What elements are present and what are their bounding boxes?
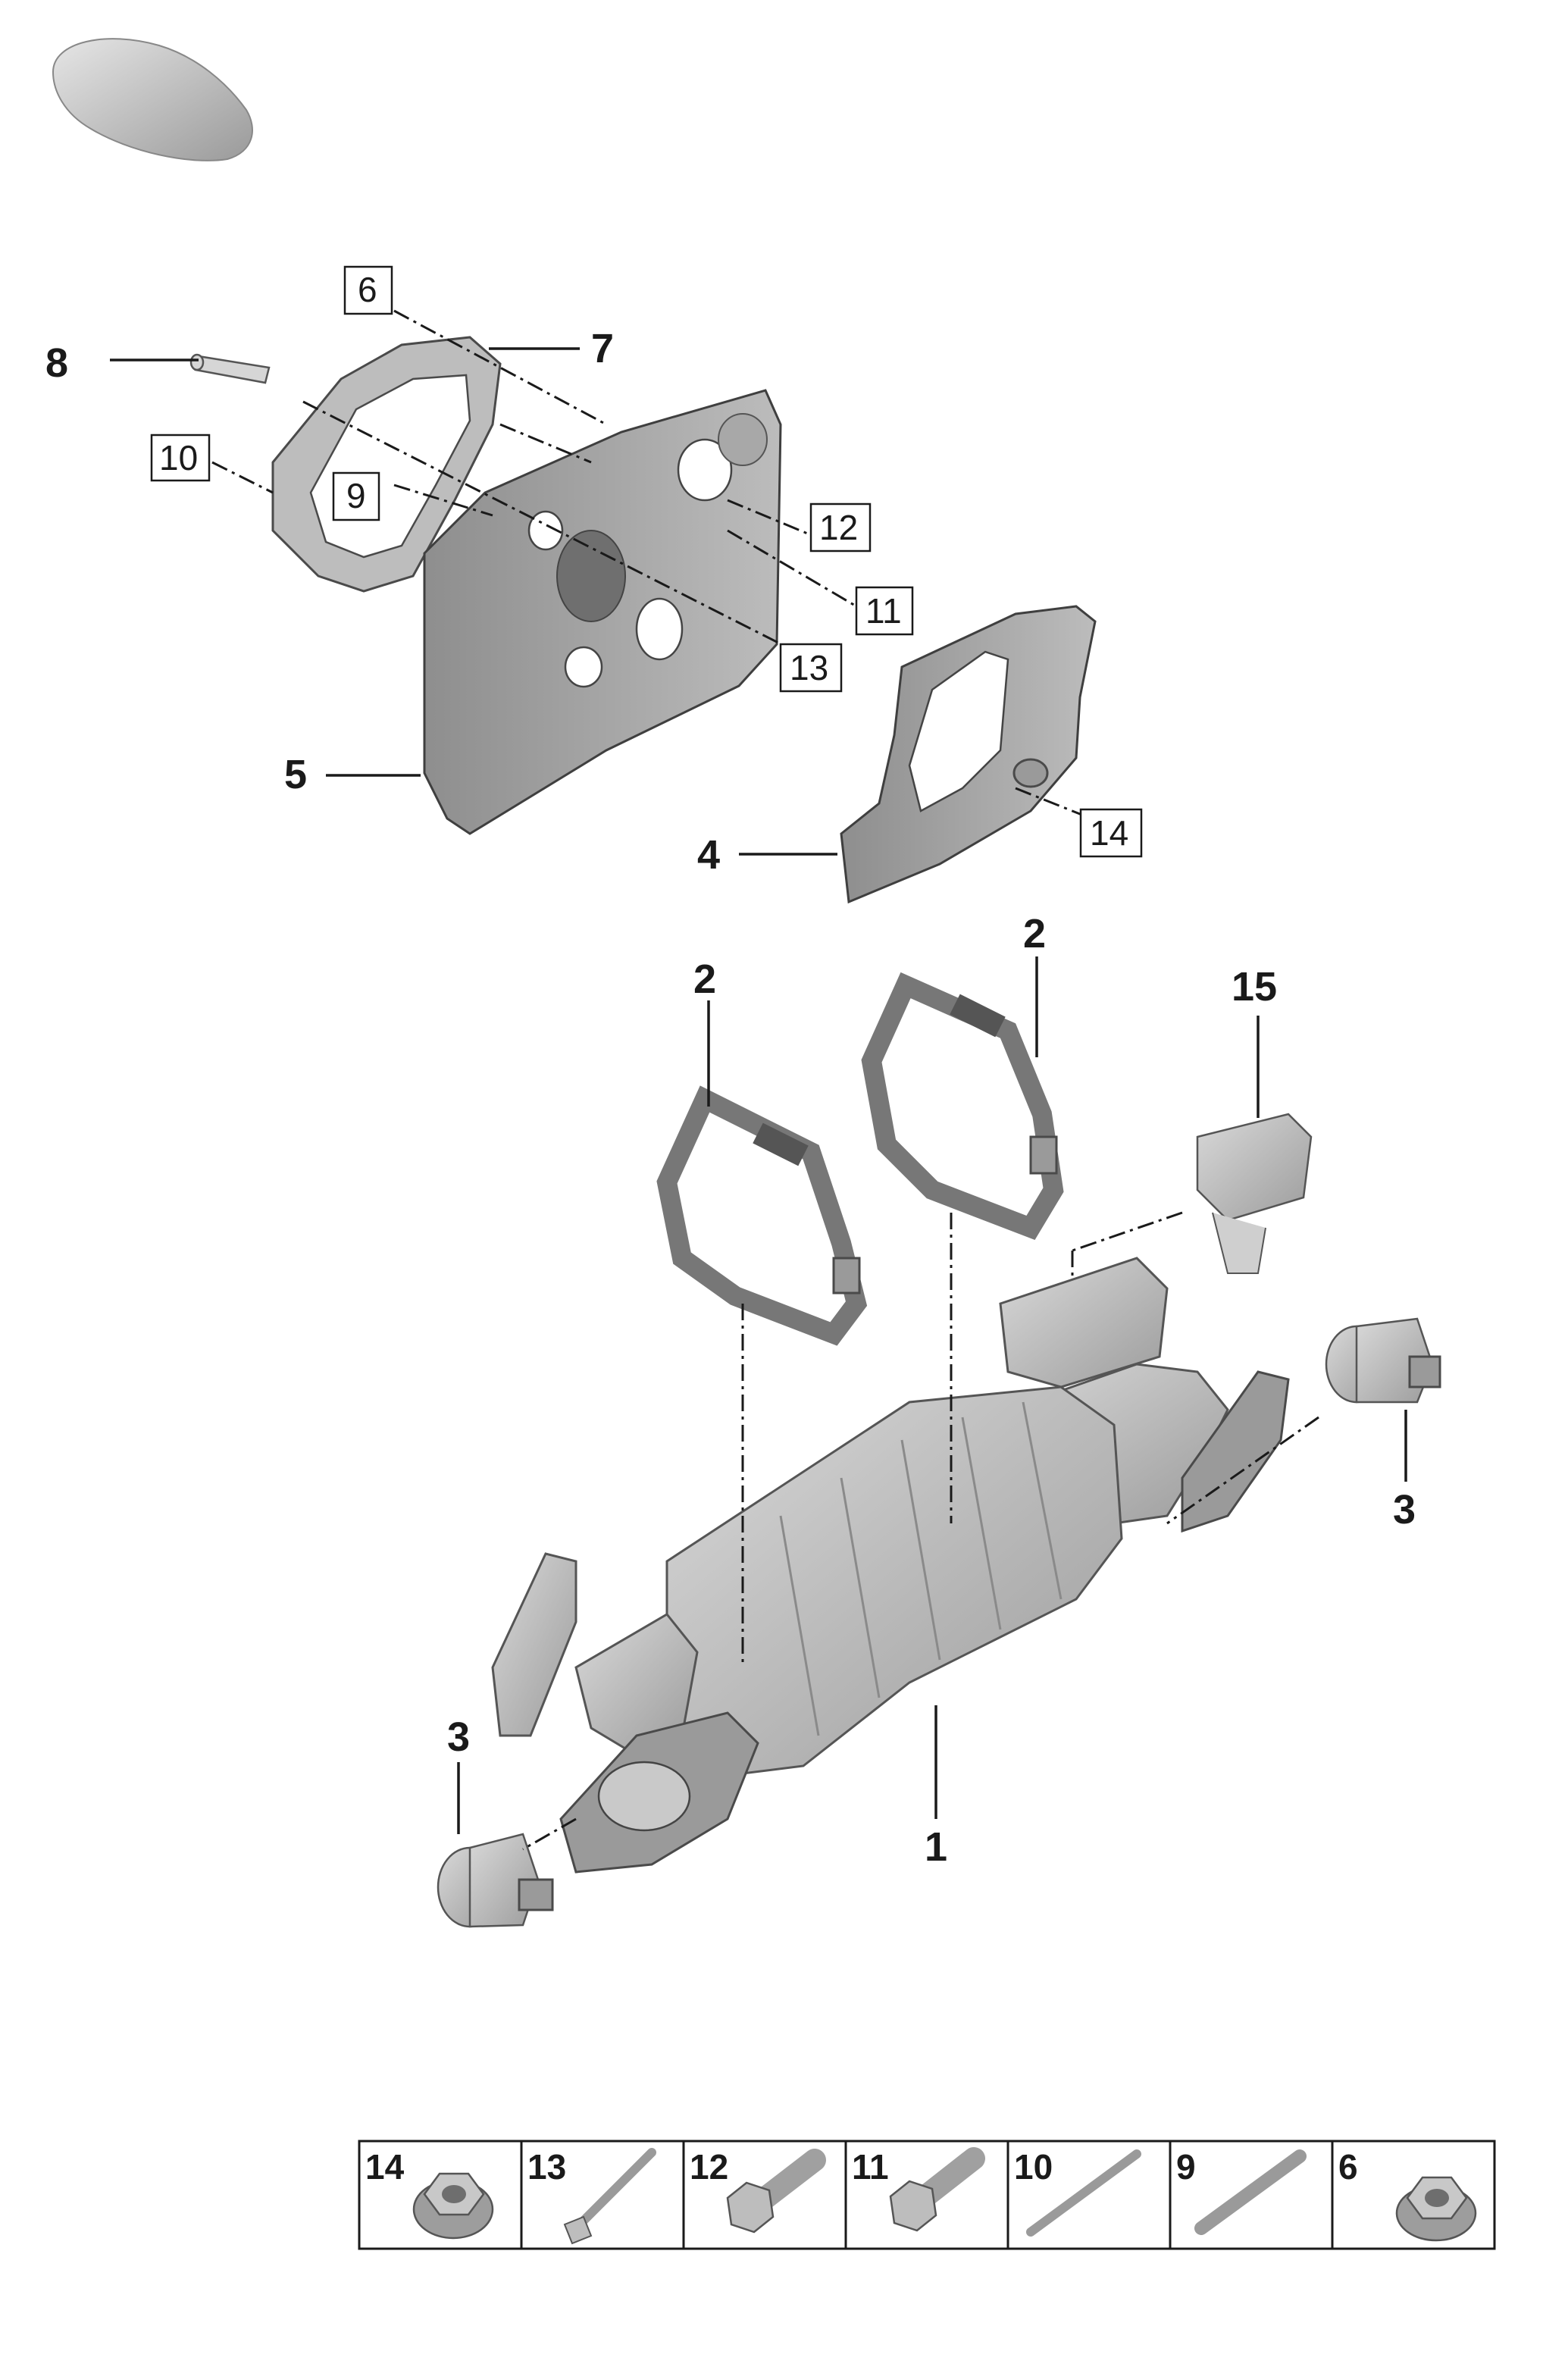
legend-cell-12: 12: [690, 2147, 826, 2234]
part-4-bracket-plate: [840, 605, 1097, 904]
callout-3-right: 3: [1393, 1487, 1416, 1532]
legend-cell-9: 9: [1176, 2147, 1307, 2235]
hex-bolt-icon: [726, 2149, 826, 2234]
part-3-clamp-sleeve-right: [1325, 1317, 1441, 1404]
callout-4: 4: [697, 832, 720, 878]
leader-lines: [110, 347, 1407, 1834]
stud-icon: [1194, 2149, 1307, 2235]
svg-text:10: 10: [159, 438, 198, 477]
part-5-heat-shield: [423, 389, 782, 835]
boxed-ref-9: 9: [332, 471, 380, 521]
svg-text:11: 11: [865, 591, 902, 631]
boxed-ref-12: 12: [809, 502, 872, 553]
part-15-valve-actuator: [1196, 1113, 1313, 1274]
svg-text:9: 9: [346, 476, 366, 515]
part-8-pin: [189, 353, 271, 384]
boxed-ref-14: 14: [1079, 808, 1143, 858]
callout-15: 15: [1232, 964, 1277, 1010]
svg-text:14: 14: [1090, 813, 1128, 853]
svg-text:6: 6: [1338, 2147, 1358, 2187]
svg-text:13: 13: [790, 648, 828, 687]
long-bolt-icon: [563, 2148, 656, 2245]
svg-text:6: 6: [358, 270, 377, 309]
callout-1: 1: [925, 1824, 947, 1870]
callout-3-left: 3: [447, 1714, 470, 1760]
svg-text:13: 13: [527, 2147, 566, 2187]
boxed-ref-13: 13: [779, 643, 843, 693]
hex-bolt-icon: [889, 2147, 985, 2232]
svg-text:11: 11: [852, 2147, 889, 2187]
boxed-ref-6: 6: [343, 265, 393, 315]
boxed-ref-10: 10: [150, 434, 211, 482]
legend-cell-13: 13: [527, 2147, 656, 2245]
assembly-dash-lines: [211, 309, 1319, 1851]
svg-text:9: 9: [1176, 2147, 1196, 2187]
svg-text:12: 12: [819, 508, 858, 547]
callout-2-left: 2: [693, 956, 716, 1002]
svg-text:10: 10: [1014, 2147, 1053, 2187]
part-2-band-clamp-left: [656, 1085, 868, 1346]
part-3-clamp-sleeve-left: [437, 1833, 554, 1928]
callout-5: 5: [284, 752, 307, 797]
legend-cell-11: 11: [852, 2147, 985, 2232]
vehicle-thumbnail-icon: [52, 38, 253, 161]
callout-8: 8: [45, 340, 68, 386]
svg-text:12: 12: [690, 2147, 728, 2187]
legend-cell-6: 6: [1338, 2147, 1477, 2242]
callout-2-right: 2: [1023, 911, 1046, 956]
legend-cell-14: 14: [365, 2147, 494, 2240]
stud-icon: [1026, 2149, 1141, 2237]
callout-7: 7: [591, 326, 614, 371]
fastener-legend-table: 14 13 12 11: [358, 2140, 1496, 2250]
flange-nut-icon: [1395, 2176, 1477, 2242]
boxed-ref-11: 11: [855, 586, 914, 636]
legend-cell-10: 10: [1014, 2147, 1141, 2237]
part-2-band-clamp-right: [861, 972, 1064, 1241]
flange-nut-icon: [412, 2172, 494, 2240]
part-1-rear-muffler: [491, 1257, 1290, 1874]
svg-text:14: 14: [365, 2147, 405, 2187]
